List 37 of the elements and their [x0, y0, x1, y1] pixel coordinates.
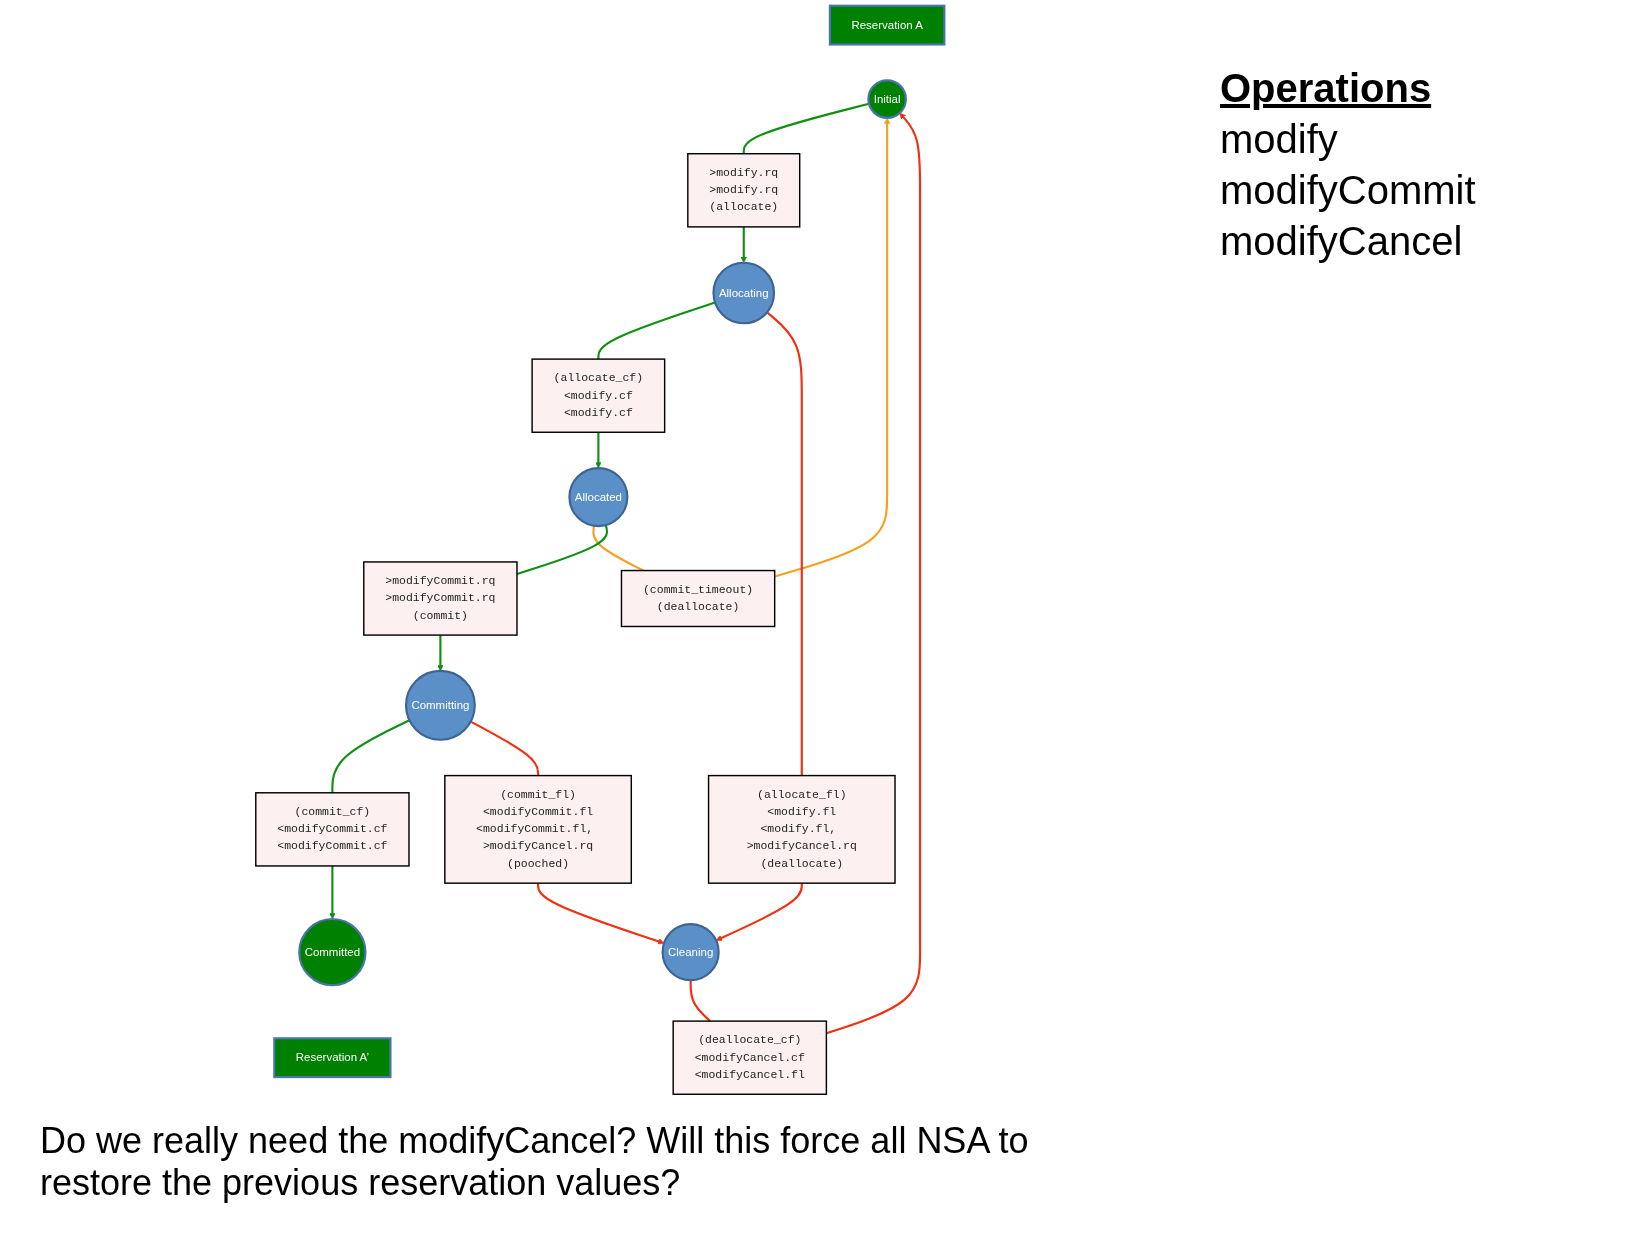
node-box: Reservation A’ — [273, 1037, 392, 1079]
arrow — [595, 432, 602, 469]
operation-item: modifyCancel — [1220, 219, 1464, 264]
node-box: (deallocate_cf) <modifyCancel.cf <modifyCancel.fl — [672, 1020, 828, 1095]
connector — [516, 524, 609, 576]
node-box: >modify.rq >modify.rq (allocate) — [687, 153, 801, 228]
connector — [689, 980, 711, 1022]
arrow — [740, 226, 747, 263]
node-box: (commit_cf) <modifyCommit.cf <modifyCommit.cf — [255, 792, 410, 867]
connector — [331, 719, 410, 793]
connector — [742, 102, 870, 154]
node-circle: Committed — [298, 917, 367, 987]
question-note: Do we really need the modifyCancel? Will this force all NSA to restore the previous reservation values? — [40, 1120, 1030, 1204]
arrow — [715, 883, 803, 941]
list-heading: Operations — [1220, 66, 1433, 111]
arrow — [826, 112, 922, 1035]
connector — [470, 720, 540, 776]
operation-item: modifyCommit — [1220, 168, 1476, 213]
operation-item: modify — [1220, 117, 1339, 162]
node-circle: Cleaning — [661, 923, 720, 982]
node-box: (commit_fl) <modifyCommit.fl <modifyCommit.fl, >modifyCancel.rq (pooched) — [444, 774, 632, 884]
node-box: >modifyCommit.rq >modifyCommit.rq (commit) — [363, 561, 518, 636]
node-circle: Initial — [867, 79, 907, 119]
connector — [592, 525, 644, 572]
node-circle: Allocated — [568, 467, 629, 528]
node-circle: Committing — [404, 669, 476, 741]
node-circle: Allocating — [712, 261, 775, 325]
arrow — [536, 883, 665, 945]
connector — [597, 301, 716, 360]
connector — [766, 311, 803, 776]
arrow — [329, 865, 336, 920]
node-box: (allocate_cf) <modify.cf <modify.cf — [531, 358, 666, 433]
arrow — [774, 117, 891, 578]
arrow — [437, 635, 444, 672]
node-box: (commit_timeout) (deallocate) — [620, 569, 776, 628]
node-box: (allocate_fl) <modify.fl <modify.fl, >modifyCancel.rq (deallocate) — [707, 774, 896, 884]
node-box: Reservation A — [828, 4, 946, 46]
